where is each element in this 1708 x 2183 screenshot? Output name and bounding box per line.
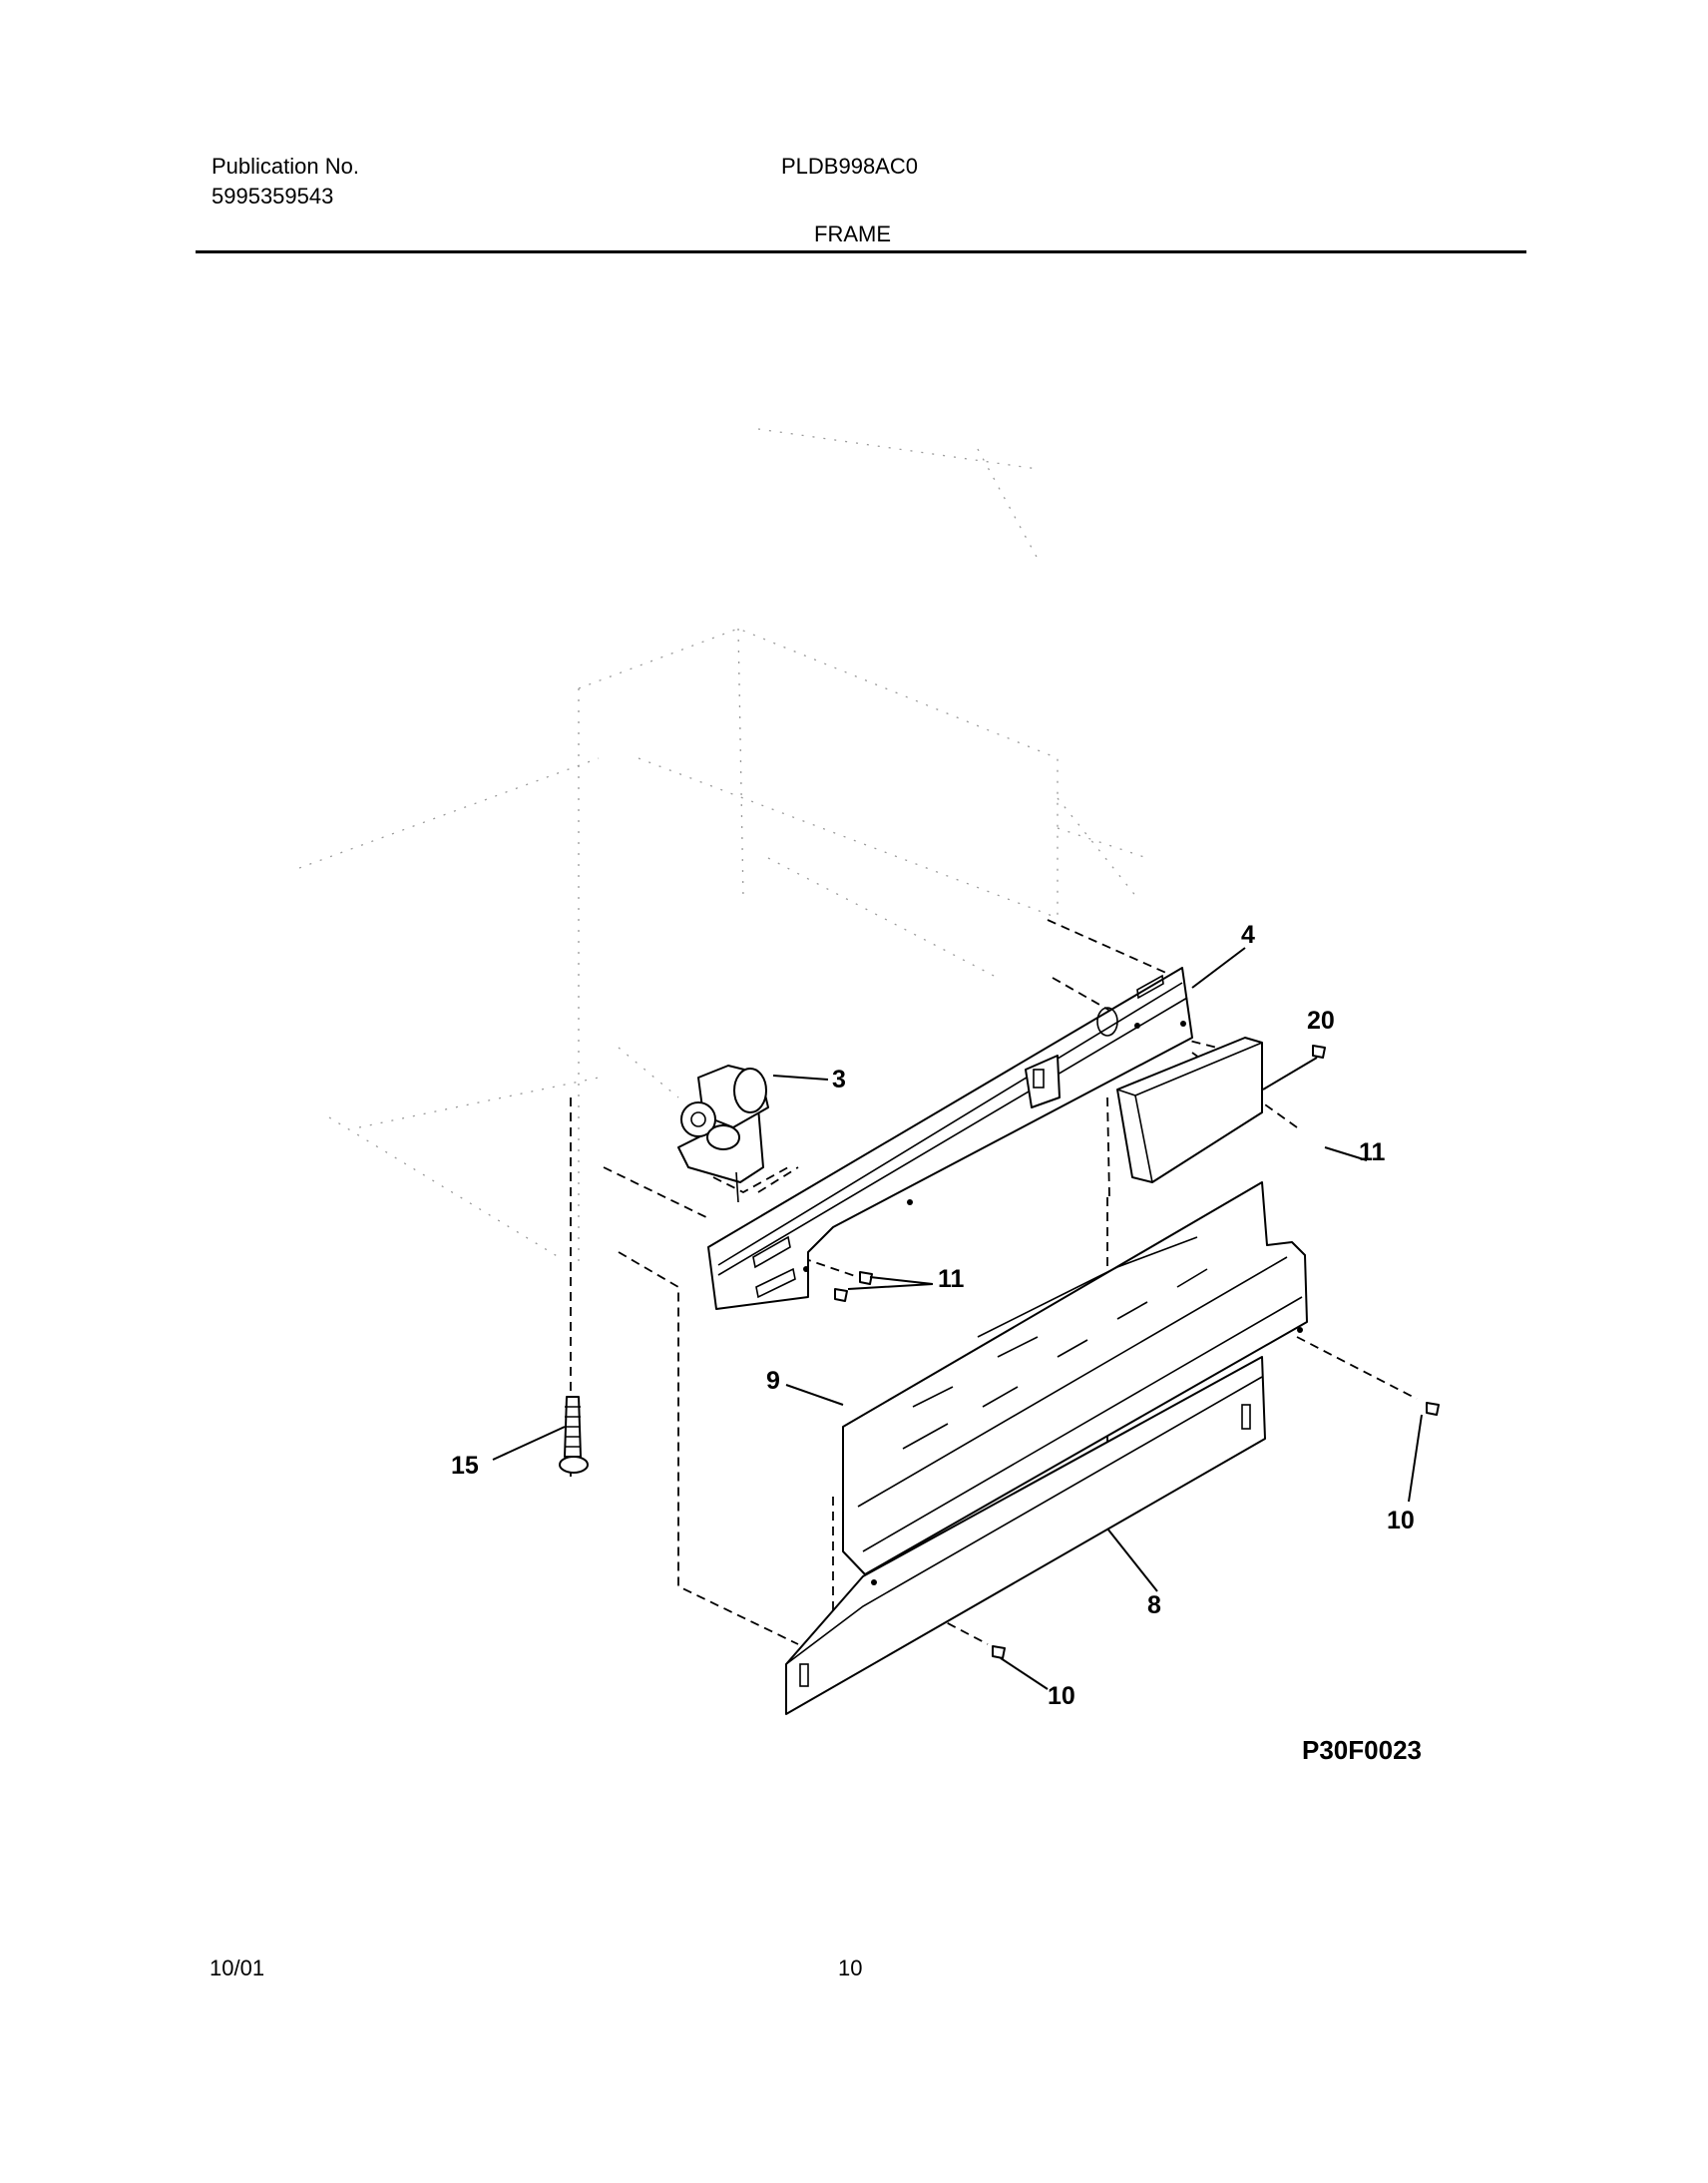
- callout-10-right: 10: [1387, 1507, 1415, 1534]
- footer-page-number: 10: [838, 1956, 863, 1980]
- figure-code: P30F0023: [1302, 1735, 1422, 1765]
- screws: [834, 1045, 1440, 1659]
- callout-11-upper: 11: [1359, 1138, 1386, 1166]
- header-rule: [196, 250, 1526, 253]
- footer-date: 10/01: [210, 1956, 265, 1980]
- callout-3: 3: [832, 1066, 846, 1093]
- part-9-toe-support: [842, 1181, 1308, 1575]
- callout-20: 20: [1307, 1007, 1335, 1035]
- callout-leaders: [492, 947, 1423, 1690]
- part-4-upper-bracket: [707, 967, 1193, 1310]
- publication-number: 5995359543: [212, 184, 334, 209]
- callout-8: 8: [1147, 1591, 1161, 1619]
- section-title: FRAME: [814, 221, 891, 246]
- tub-outline: [298, 428, 1148, 1267]
- part-15-leveling-leg: [559, 1396, 589, 1474]
- callout-15: 15: [451, 1452, 479, 1480]
- part-3-water-valve: [677, 1065, 769, 1203]
- model-number: PLDB998AC0: [781, 154, 918, 179]
- part-8-toe-panel: [785, 1356, 1266, 1715]
- callout-11-lower: 11: [938, 1265, 965, 1293]
- callout-10-bottom: 10: [1048, 1682, 1075, 1710]
- publication-label: Publication No.: [212, 154, 359, 179]
- part-20-cover: [1116, 1037, 1263, 1183]
- callout-9: 9: [766, 1367, 780, 1395]
- callout-4: 4: [1241, 921, 1255, 949]
